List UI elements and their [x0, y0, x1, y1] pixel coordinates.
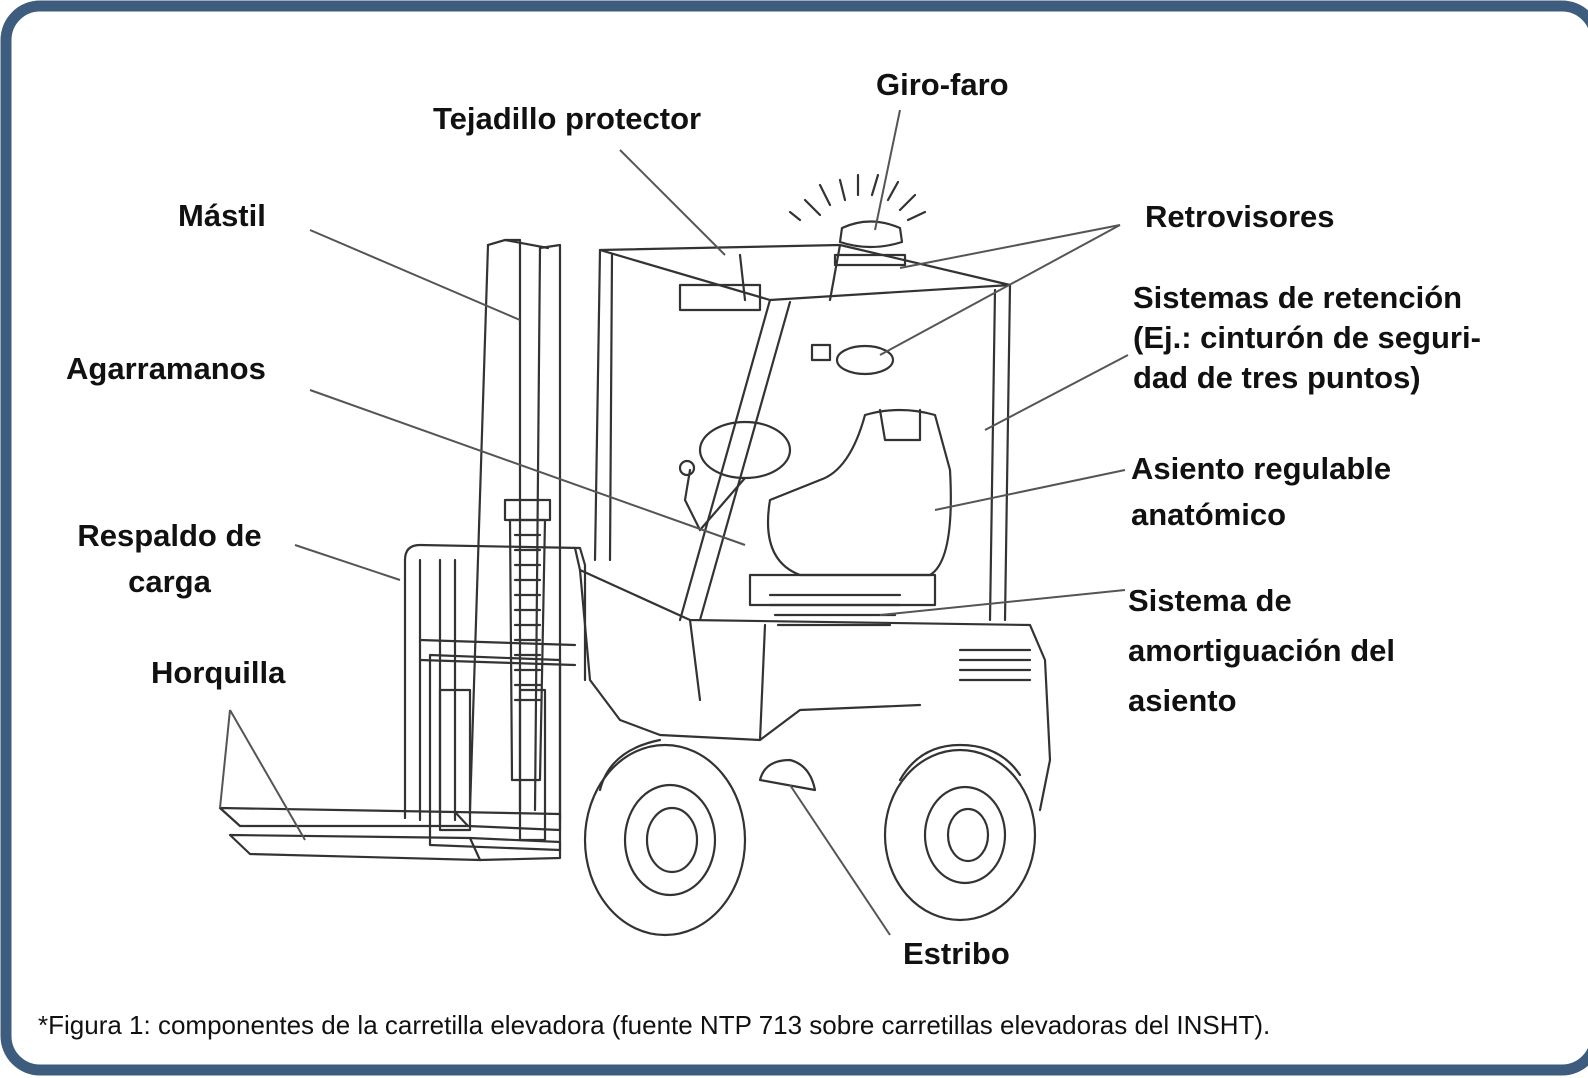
label-respaldo-line-2: carga [128, 564, 211, 599]
label-amortiguacion-line-2: amortiguación del [1128, 633, 1395, 668]
forks-drawing [218, 806, 562, 862]
carriage-drawing [428, 653, 562, 852]
label-asiento-line-1: Asiento regulable [1131, 451, 1392, 486]
mirror-drawing [810, 343, 895, 376]
beacon-drawing [788, 173, 927, 267]
label-giro-faro: Giro-faro [876, 67, 1009, 102]
body-drawing [573, 546, 1052, 812]
leader-lines [219, 109, 1129, 936]
label-respaldo-line-1: Respaldo de [77, 518, 262, 553]
label-mastil: Mástil [178, 198, 266, 233]
label-retrovisores: Retrovisores [1145, 199, 1335, 234]
mast-drawing [468, 238, 562, 822]
rear-wheel-drawing [883, 743, 1037, 922]
label-estribo: Estribo [903, 936, 1010, 971]
label-sistemas-retencion-line-3: dad de tres puntos) [1133, 360, 1421, 395]
label-sistemas-retencion: Sistemas de retención (Ej.: cinturón de … [1133, 275, 1481, 401]
label-agarramanos: Agarramanos [66, 351, 266, 386]
load-backrest-drawing [403, 543, 587, 822]
overhead-guard-drawing [593, 243, 1012, 622]
seat-drawing [748, 408, 952, 627]
label-sistemas-retencion-line-2: (Ej.: cinturón de seguri- [1133, 320, 1481, 355]
label-amortiguacion-line-3: asiento [1128, 683, 1237, 718]
label-amortiguacion: Sistema de amortiguación del asiento [1128, 578, 1395, 724]
figure-caption: *Figura 1: componentes de la carretilla … [38, 1010, 1271, 1040]
label-tejadillo-protector: Tejadillo protector [433, 101, 702, 136]
label-amortiguacion-line-1: Sistema de [1128, 583, 1292, 618]
label-asiento: Asiento regulable anatómico [1131, 446, 1391, 538]
label-sistemas-retencion-line-1: Sistemas de retención [1133, 280, 1463, 315]
front-wheel-drawing [583, 743, 747, 937]
label-respaldo-de-carga: Respaldo de carga [62, 513, 277, 605]
label-horquilla: Horquilla [151, 655, 286, 690]
steering-drawing [678, 420, 792, 532]
label-asiento-line-2: anatómico [1131, 497, 1287, 532]
